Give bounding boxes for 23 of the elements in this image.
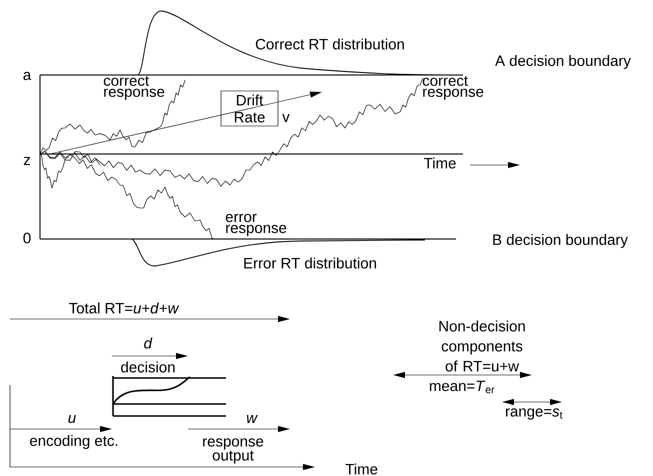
text-label: encoding etc.	[30, 435, 118, 449]
text-label: a	[23, 72, 32, 80]
text-label: 0	[23, 232, 31, 244]
text-label: Correct RT distribution	[256, 38, 404, 50]
text-label: z	[24, 157, 30, 165]
text-label: B decision boundary	[493, 234, 628, 248]
text-label: A decision boundary	[495, 55, 631, 69]
text-label: w	[246, 415, 258, 423]
text-label: decision	[121, 361, 175, 372]
text-label: Error RT distribution	[244, 257, 376, 268]
text-label: Time	[346, 463, 378, 474]
text-label: d	[144, 337, 152, 348]
text-label: Time	[424, 158, 456, 168]
variable-label: v	[282, 114, 290, 122]
text-label: range=s$_{t}$	[506, 408, 562, 420]
text-label: u	[68, 414, 76, 424]
text-label: correct response	[104, 76, 164, 100]
text-label: response output	[203, 438, 264, 464]
drift-rate-box: Drift Rate	[220, 90, 278, 126]
text-label: Total RT=u+d+w	[69, 302, 180, 314]
text-label: mean=T$_{er}$	[430, 380, 494, 394]
text-label: error response	[226, 214, 286, 236]
text-label: correct response	[422, 76, 484, 100]
